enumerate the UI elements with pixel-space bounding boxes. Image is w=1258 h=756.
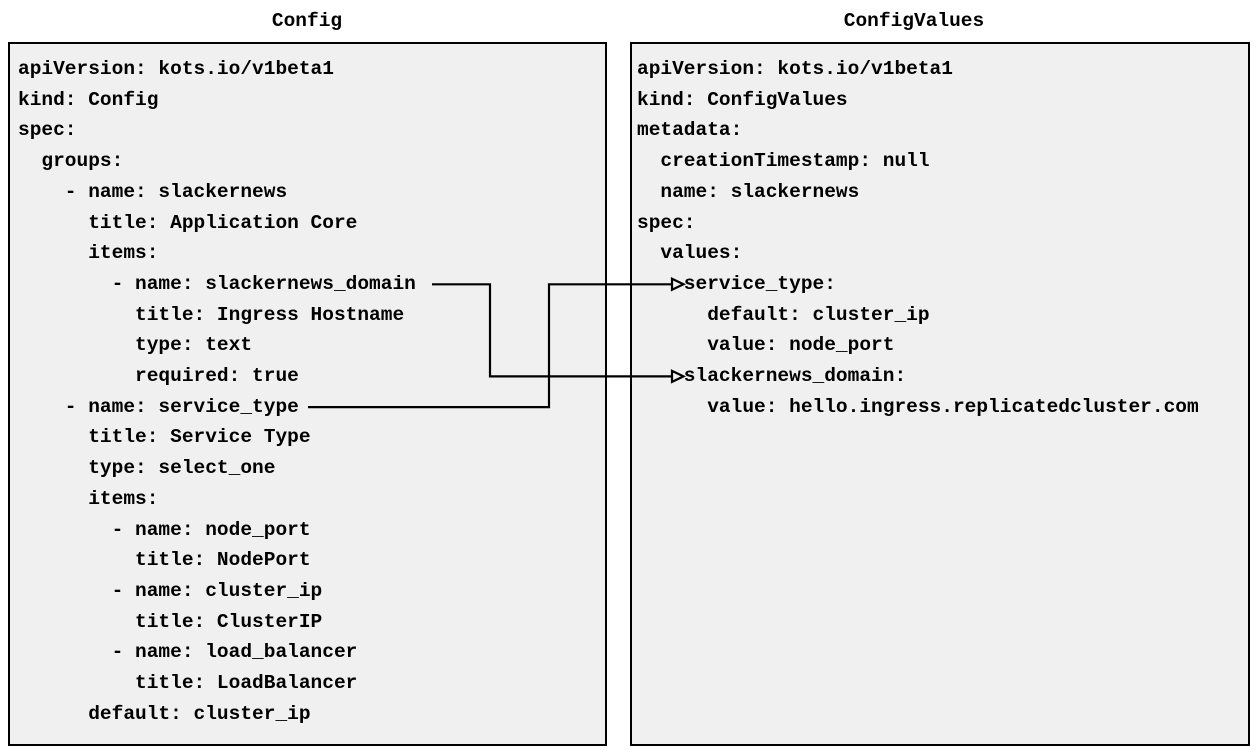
config-panel: apiVersion: kots.io/v1beta1 kind: Config… — [8, 42, 607, 746]
config-panel-title: Config — [271, 10, 343, 32]
configvalues-panel: apiVersion: kots.io/v1beta1 kind: Config… — [630, 42, 1250, 746]
configvalues-yaml-code: apiVersion: kots.io/v1beta1 kind: Config… — [637, 58, 1199, 418]
config-yaml-code: apiVersion: kots.io/v1beta1 kind: Config… — [18, 58, 416, 725]
configvalues-panel-title: ConfigValues — [843, 10, 985, 32]
